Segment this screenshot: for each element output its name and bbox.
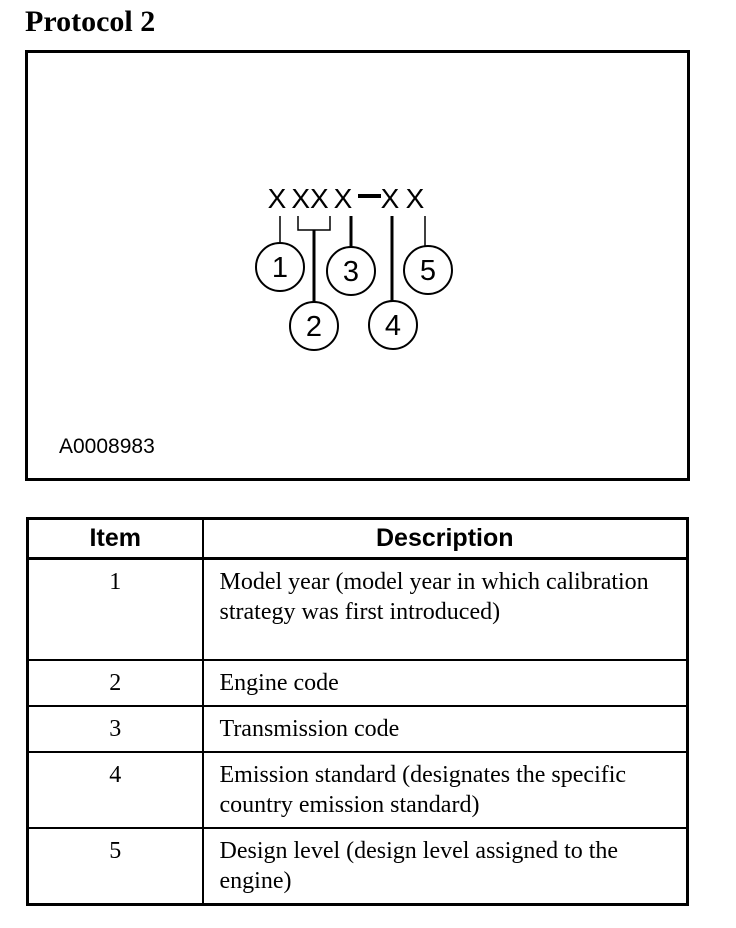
- callout-1-circle: [255, 242, 305, 292]
- callout-1-number: 1: [272, 252, 288, 284]
- callout-4-circle: [368, 300, 418, 350]
- code-pattern-figure: X XX X X X 1 2: [25, 50, 690, 481]
- code-pattern-diagram: X XX X X X 1 2: [59, 183, 453, 458]
- table-row: 1 Model year (model year in which calibr…: [26, 557, 689, 661]
- callout-2: 2: [289, 301, 339, 351]
- item-number: 1: [26, 557, 204, 661]
- column-header-item: Item: [26, 517, 204, 560]
- item-description: Engine code: [201, 658, 689, 707]
- item-description: Model year (model year in which calibrat…: [201, 557, 689, 661]
- code-segment-2: XX: [291, 183, 329, 214]
- callout-3-circle: [326, 246, 376, 296]
- column-header-description: Description: [201, 517, 689, 560]
- callout-3-number: 3: [343, 256, 359, 288]
- table-row: 5 Design level (design level assigned to…: [26, 826, 689, 905]
- callout-1: 1: [255, 242, 305, 292]
- callout-4: 4: [368, 300, 418, 350]
- callout-2-number: 2: [306, 311, 322, 343]
- table-row: 2 Engine code: [26, 658, 689, 707]
- item-number: 5: [26, 826, 204, 905]
- item-number: 3: [26, 704, 204, 753]
- callout-2-circle: [289, 301, 339, 351]
- item-description: Transmission code: [201, 704, 689, 753]
- figure-label: A0008983: [59, 435, 155, 458]
- table-row: 3 Transmission code: [26, 704, 689, 753]
- callout-5-number: 5: [420, 255, 436, 287]
- item-number: 2: [26, 658, 204, 707]
- code-separator-dash: [358, 194, 381, 198]
- page-title: Protocol 2: [25, 5, 156, 38]
- item-description: Design level (design level assigned to t…: [201, 826, 689, 905]
- leader-bracket-2: [297, 216, 331, 231]
- callout-5-circle: [403, 245, 453, 295]
- item-number: 4: [26, 750, 204, 829]
- code-segment-1: X: [268, 183, 287, 214]
- code-segment-5: X: [406, 183, 425, 214]
- item-description: Emission standard (designates the specif…: [201, 750, 689, 829]
- table-row: 4 Emission standard (designates the spec…: [26, 750, 689, 829]
- callout-4-number: 4: [385, 310, 401, 342]
- code-segment-3: X: [334, 183, 353, 214]
- table-header-row: Item Description: [26, 517, 689, 560]
- item-description-table: Item Description 1 Model year (model yea…: [26, 517, 689, 906]
- callout-5: 5: [403, 245, 453, 295]
- callout-3: 3: [326, 246, 376, 296]
- code-segment-4: X: [381, 183, 400, 214]
